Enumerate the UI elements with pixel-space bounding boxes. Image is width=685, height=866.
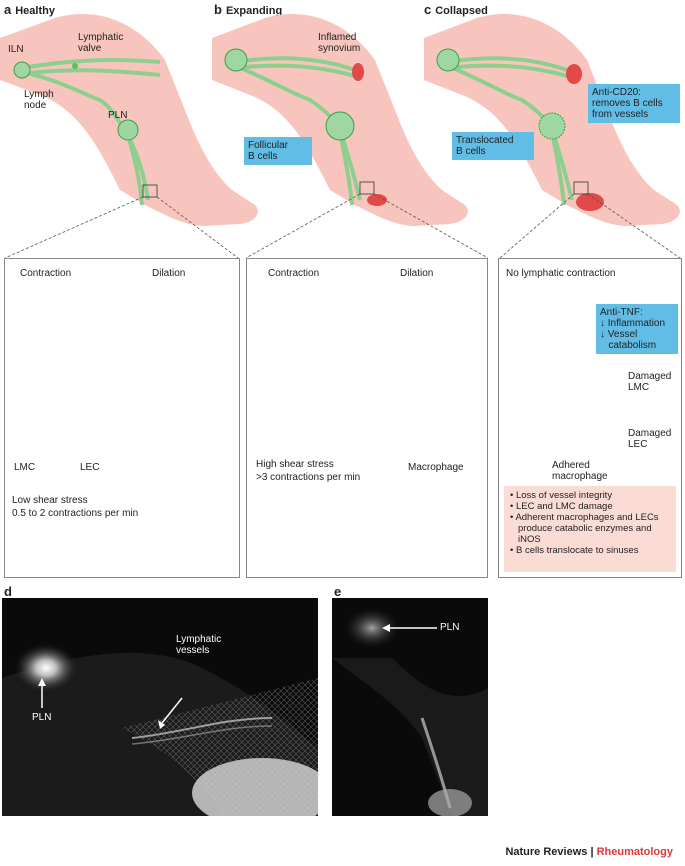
label-low-shear: Low shear stress 0.5 to 2 contractions p… <box>12 495 139 519</box>
label-high-shear: High shear stress >3 contractions per mi… <box>256 459 361 483</box>
label-no-contraction: No lymphatic contraction <box>506 268 616 279</box>
box-a <box>4 258 240 578</box>
label-pln: PLN <box>108 110 128 121</box>
box-b <box>246 258 488 578</box>
vessels-a <box>21 58 161 206</box>
label-iln: ILN <box>8 44 24 55</box>
bullet-item: • Loss of vessel integrity <box>510 490 613 501</box>
panel-e-heading: e <box>334 584 342 599</box>
label-contraction-b: Contraction <box>268 268 320 279</box>
bullet-item: • LEC and LMC damage <box>510 501 613 512</box>
label-damaged-lec: Damaged LEC <box>628 428 672 450</box>
bullet-item: • B cells translocate to sinuses <box>510 545 639 556</box>
label-macrophage: Macrophage <box>408 462 464 473</box>
pln-node-b <box>325 111 355 141</box>
bullet-item: • Adherent macrophages and LECs produce … <box>510 512 659 545</box>
label-inflamed-synovium: Inflamed synovium <box>318 32 361 54</box>
label-dilation-a: Dilation <box>152 268 186 279</box>
label-lymphatic-vessels: Lymphatic vessels <box>176 634 222 656</box>
label-lymphatic-valve: Lymphatic valve <box>78 32 124 54</box>
footer-sep: | <box>587 846 597 858</box>
callout-translocated-b: Translocated B cells <box>452 132 534 160</box>
synovium-b-knee <box>352 63 364 81</box>
label-damaged-lmc: Damaged LMC <box>628 371 672 393</box>
journal-footer: Nature Reviews | Rheumatology <box>505 846 673 858</box>
label-pln-e: PLN <box>440 622 460 633</box>
callout-anti-tnf: Anti-TNF: ↓ Inflammation ↓ Vessel catabo… <box>596 304 678 354</box>
label-adhered-macrophage: Adhered macrophage <box>552 460 608 482</box>
footer-journal: Nature Reviews <box>505 846 588 858</box>
photo-e: PLN <box>332 598 488 816</box>
bullet-list: • Loss of vessel integrity • LEC and LMC… <box>504 486 676 572</box>
label-pln-d: PLN <box>32 712 52 723</box>
iln-node-b <box>224 48 248 72</box>
synovium-c-knee <box>566 64 582 84</box>
callout-follicular-b: Follicular B cells <box>244 137 312 165</box>
label-dilation-b: Dilation <box>400 268 434 279</box>
callout-anti-cd20: Anti-CD20: removes B cells from vessels <box>588 84 680 123</box>
footer-section: Rheumatology <box>596 846 673 858</box>
synovium-b-ankle <box>367 194 387 206</box>
label-contraction-a: Contraction <box>20 268 72 279</box>
photo-d: PLN Lymphatic vessels <box>2 598 318 816</box>
label-lec: LEC <box>80 462 100 473</box>
zoom-box-a <box>142 184 158 198</box>
pln-node-c <box>538 112 566 140</box>
synovium-c-ankle <box>576 193 604 211</box>
iln-node-c <box>436 48 460 72</box>
label-lmc: LMC <box>14 462 36 473</box>
pln-node-a <box>117 119 139 141</box>
iln-node-a <box>13 61 31 79</box>
label-lymph-node: Lymph node <box>24 89 54 111</box>
valve-a <box>72 63 78 69</box>
panel-d-heading: d <box>4 584 12 599</box>
